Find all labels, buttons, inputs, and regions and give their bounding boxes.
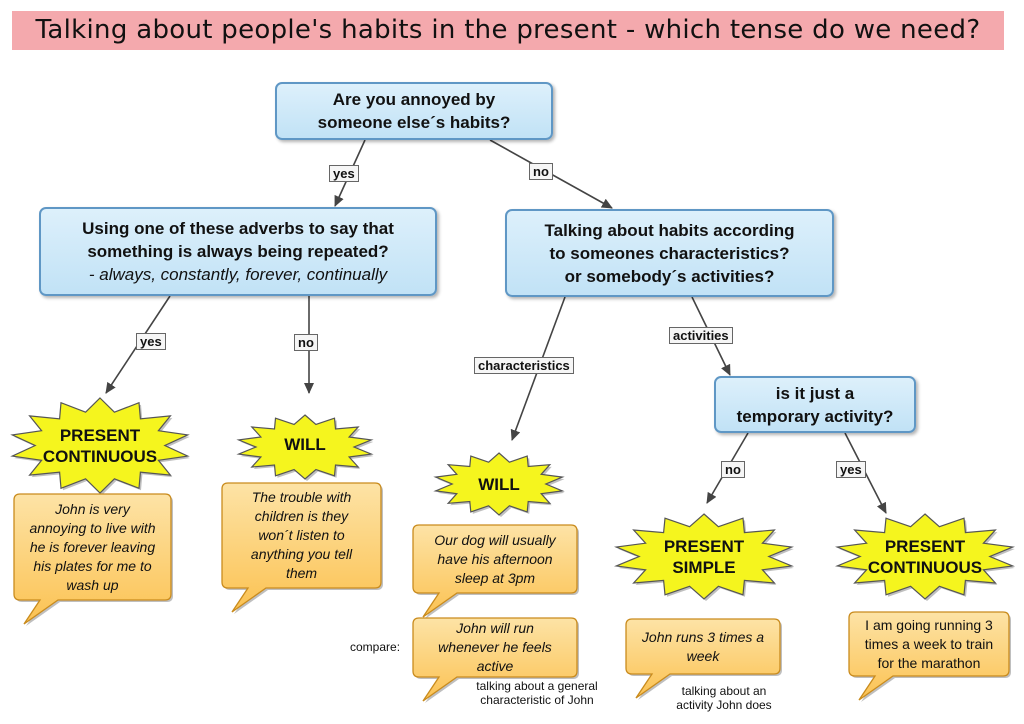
example-bubble-marathon: I am going running 3 times a week to tra…: [848, 611, 1011, 702]
general-characteristic-note: talking about a general characteristic o…: [462, 679, 612, 707]
example-bubble-dog: Our dog will usually have his afternoon …: [412, 524, 579, 619]
answer-line: CONTINUOUS: [42, 446, 158, 466]
starburst-shape: [834, 513, 1016, 601]
speech-bubble-shape: [848, 611, 1011, 702]
example-line: times a week to train: [864, 635, 994, 652]
example-line: John will run: [456, 620, 534, 636]
speech-bubble-shape: [412, 524, 579, 619]
answer-will-adverbs-no: WILL: [236, 414, 374, 481]
label-yes-adverbs: yes: [136, 333, 166, 350]
example-line: sleep at 3pm: [454, 569, 536, 586]
compare-note: compare:: [350, 640, 401, 654]
question-characteristics-or-activities: Talking about habits according to someon…: [505, 209, 834, 297]
example-text: John will run whenever he feels active: [413, 618, 577, 677]
question-line: Are you annoyed by: [332, 90, 496, 109]
example-text: The trouble with children is they won´t …: [222, 483, 381, 588]
example-text: I am going running 3 times a week to tra…: [849, 612, 1009, 676]
example-line: I am going running 3: [865, 616, 993, 633]
example-bubble-john-will-run: John will run whenever he feels active: [412, 617, 579, 703]
speech-bubble-shape: [625, 618, 782, 700]
label-no-annoyed: no: [529, 163, 553, 180]
question-line: to someones characteristics?: [549, 243, 790, 263]
example-line: Our dog will usually: [434, 531, 556, 548]
starburst-shape: [10, 397, 190, 495]
adverb-list: - always, constantly, forever, continual…: [88, 265, 388, 284]
question-line: Talking about habits according: [544, 220, 795, 240]
page-title: Talking about people's habits in the pre…: [12, 11, 1004, 50]
note-line: characteristic of John: [480, 693, 594, 707]
example-line: John is very: [55, 500, 130, 517]
question-line: temporary activity?: [736, 406, 894, 426]
answer-line: SIMPLE: [672, 557, 736, 577]
answer-line: PRESENT: [884, 536, 966, 556]
question-line: Using one of these adverbs to say that: [82, 219, 394, 238]
question-adverbs: Using one of these adverbs to say that s…: [39, 207, 437, 296]
example-line: he is forever leaving: [29, 538, 156, 555]
question-line: or somebody´s activities?: [564, 266, 775, 286]
note-line: talking about a general: [476, 679, 598, 693]
example-line: week: [686, 647, 720, 664]
label-no-adverbs: no: [294, 334, 318, 351]
label-yes-annoyed: yes: [329, 165, 359, 182]
example-line: won´t listen to: [258, 527, 345, 543]
starburst-shape: [433, 452, 565, 517]
example-bubble-children: The trouble with children is they won´t …: [221, 482, 383, 614]
question-line: is it just a: [775, 383, 855, 403]
speech-bubble-shape: [412, 617, 579, 703]
example-text: John is very annoying to live with he is…: [14, 494, 171, 600]
speech-bubble-shape: [221, 482, 383, 614]
label-characteristics: characteristics: [474, 357, 574, 374]
example-line: whenever he feels: [438, 639, 552, 655]
example-line: annoying to live with: [29, 519, 156, 536]
label-no-temporary: no: [721, 461, 745, 478]
label-yes-temporary: yes: [836, 461, 866, 478]
question-line: something is always being repeated?: [87, 242, 389, 261]
example-bubble-forever: John is very annoying to live with he is…: [13, 493, 173, 626]
answer-line: PRESENT: [59, 425, 141, 445]
speech-bubble-shape: [13, 493, 173, 626]
example-line: The trouble with: [251, 489, 352, 505]
starburst-shape: [613, 513, 795, 601]
question-temporary-activity: is it just a temporary activity?: [714, 376, 916, 433]
note-line: talking about an: [681, 684, 767, 698]
example-line: his plates for me to: [33, 557, 152, 574]
example-line: for the marathon: [877, 654, 981, 671]
example-line: them: [285, 565, 318, 581]
answer-line: PRESENT: [663, 536, 745, 556]
example-text: Our dog will usually have his afternoon …: [413, 525, 577, 593]
example-text: John runs 3 times a week: [626, 619, 780, 674]
answer-will-characteristics: WILL: [433, 452, 565, 517]
answer-text: WILL: [284, 434, 326, 454]
label-activities: activities: [669, 327, 733, 344]
example-line: anything you tell: [250, 546, 353, 562]
activity-note: talking about an activity John does: [664, 684, 784, 712]
question-annoyed: Are you annoyed by someone else´s habits…: [275, 82, 553, 140]
example-line: children is they: [254, 508, 349, 524]
example-line: active: [476, 658, 514, 674]
answer-text: WILL: [478, 474, 520, 494]
example-line: wash up: [66, 576, 119, 593]
question-line: someone else´s habits?: [317, 113, 511, 132]
note-line: activity John does: [676, 698, 772, 712]
answer-line: CONTINUOUS: [867, 557, 983, 577]
example-line: have his afternoon: [437, 550, 553, 567]
starburst-shape: [236, 414, 374, 481]
example-bubble-john-runs: John runs 3 times a week: [625, 618, 782, 700]
example-line: John runs 3 times a: [641, 628, 765, 645]
